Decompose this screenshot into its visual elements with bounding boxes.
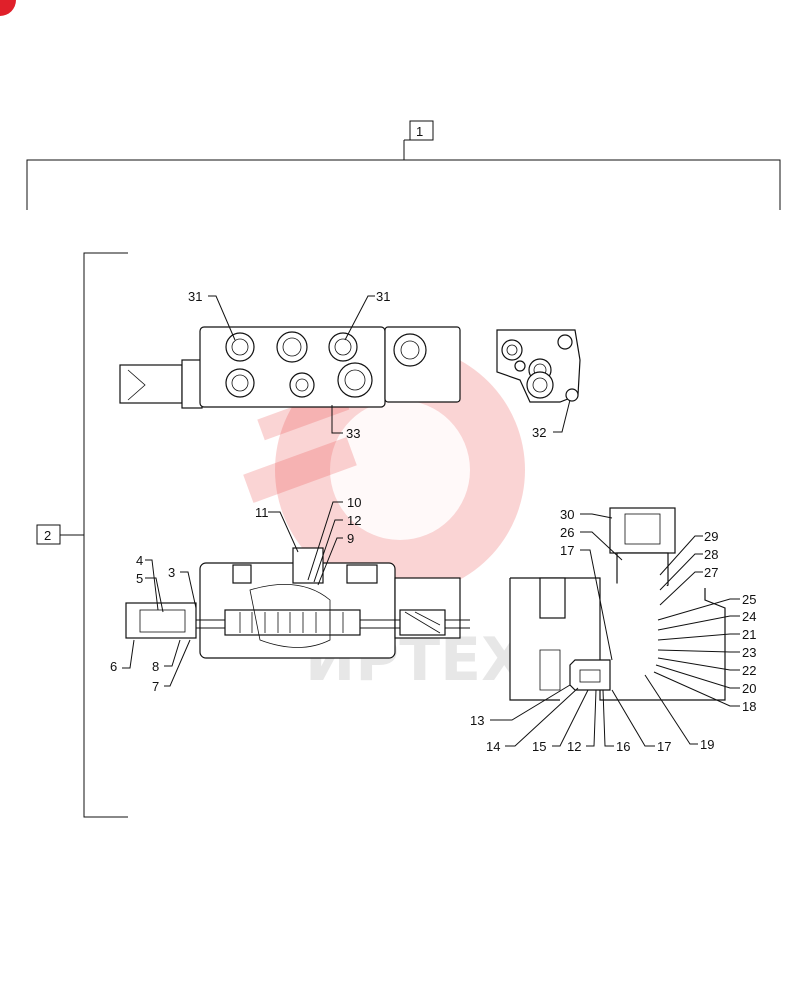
callout-12-bottom: 12 <box>567 739 581 754</box>
callout-4: 4 <box>136 553 143 568</box>
callout-19: 19 <box>700 737 714 752</box>
callout-33: 33 <box>346 426 360 441</box>
callout-17-bottom: 17 <box>657 739 671 754</box>
callout-28: 28 <box>704 547 718 562</box>
callout-21: 21 <box>742 627 756 642</box>
callout-13: 13 <box>470 713 484 728</box>
callout-30: 30 <box>560 507 574 522</box>
callout-26: 26 <box>560 525 574 540</box>
callout-27: 27 <box>704 565 718 580</box>
callout-box-1 <box>409 120 434 141</box>
callout-10: 10 <box>347 495 361 510</box>
callout-24: 24 <box>742 609 756 624</box>
callout-15: 15 <box>532 739 546 754</box>
callout-6: 6 <box>110 659 117 674</box>
callout-14: 14 <box>486 739 500 754</box>
valve-block-top-view <box>119 326 461 409</box>
callout-1: 1 <box>416 124 423 139</box>
callout-17-top: 17 <box>560 543 574 558</box>
callout-31-left: 31 <box>188 289 202 304</box>
callout-12-top: 12 <box>347 513 361 528</box>
corner-badge <box>0 0 16 16</box>
callout-32: 32 <box>532 425 546 440</box>
callout-31-right: 31 <box>376 289 390 304</box>
assembly-1-bracket: 1 <box>26 120 781 210</box>
callout-8: 8 <box>152 659 159 674</box>
callout-20: 20 <box>742 681 756 696</box>
callout-2: 2 <box>44 528 51 543</box>
callout-29: 29 <box>704 529 718 544</box>
assembly-2-bracket: 2 <box>36 252 128 818</box>
callout-18: 18 <box>742 699 756 714</box>
callout-box-2 <box>36 524 61 545</box>
leader-lines <box>122 295 740 747</box>
callout-labels: 31 31 33 32 10 11 12 9 4 3 5 6 8 7 30 26… <box>110 289 756 754</box>
callout-22: 22 <box>742 663 756 678</box>
callout-11: 11 <box>255 505 269 520</box>
callout-16: 16 <box>616 739 630 754</box>
callout-7: 7 <box>152 679 159 694</box>
callout-9: 9 <box>347 531 354 546</box>
end-cover <box>496 329 581 403</box>
callout-23: 23 <box>742 645 756 660</box>
callout-5: 5 <box>136 571 143 586</box>
valve-section-view <box>125 547 470 659</box>
callout-3: 3 <box>168 565 175 580</box>
callout-25: 25 <box>742 592 756 607</box>
relief-valve-view <box>509 507 726 701</box>
